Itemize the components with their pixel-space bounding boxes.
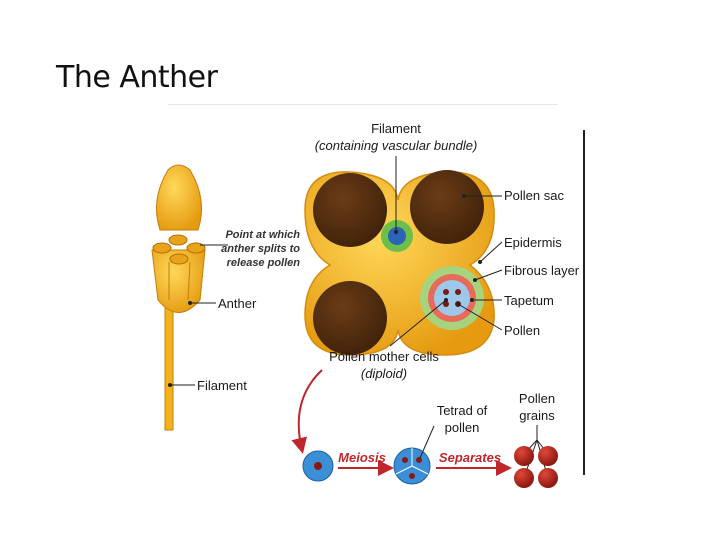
pollen-sac-top-right [410,170,484,244]
anther-opened-top [156,165,201,230]
anther-label: Anther [218,296,257,311]
filament-top-label: Filament [371,121,421,136]
vascular-core [388,227,406,245]
split-label-2: anther splits to [221,243,300,255]
filament-label: Filament [197,378,247,393]
meiosis-label: Meiosis [338,450,386,465]
pollen-label: Pollen [504,323,540,338]
pollen-sac-opening [170,254,188,264]
pollen-grain [538,468,558,488]
pollen-mother-cell [443,289,449,295]
pollen-sac-top-left [313,173,387,247]
pollen-chamber [434,280,470,316]
grains-sublabel: grains [519,408,555,423]
epidermis-label: Epidermis [504,235,562,250]
grains-label: Pollen [519,391,555,406]
filament-stalk [165,300,173,430]
tetrad-label: Tetrad of [437,403,488,418]
anther-cross-section [305,170,494,355]
pollen-grain [514,468,534,488]
separates-label: Separates [439,450,501,465]
tapetum-label: Tapetum [504,293,554,308]
pollen-grain [514,446,534,466]
pollen-sac-bottom-left [313,281,387,355]
split-label-1: Point at which [225,229,300,241]
tetrad-sublabel: pollen [445,420,480,435]
process-curved-arrow [299,370,322,450]
pollen-mother-cell [455,289,461,295]
pollen-grain [538,446,558,466]
pollen-sac-opening [169,235,187,245]
mother-cells-label: Pollen mother cells [329,349,439,364]
filament-top-sublabel: (containing vascular bundle) [315,138,478,153]
fibrous-layer-label: Fibrous layer [504,263,580,278]
pollen-sac-label: Pollen sac [504,188,564,203]
pollen-sac-opening [153,243,171,253]
split-label-3: release pollen [227,257,301,269]
mother-cells-sublabel: (diploid) [361,366,407,381]
